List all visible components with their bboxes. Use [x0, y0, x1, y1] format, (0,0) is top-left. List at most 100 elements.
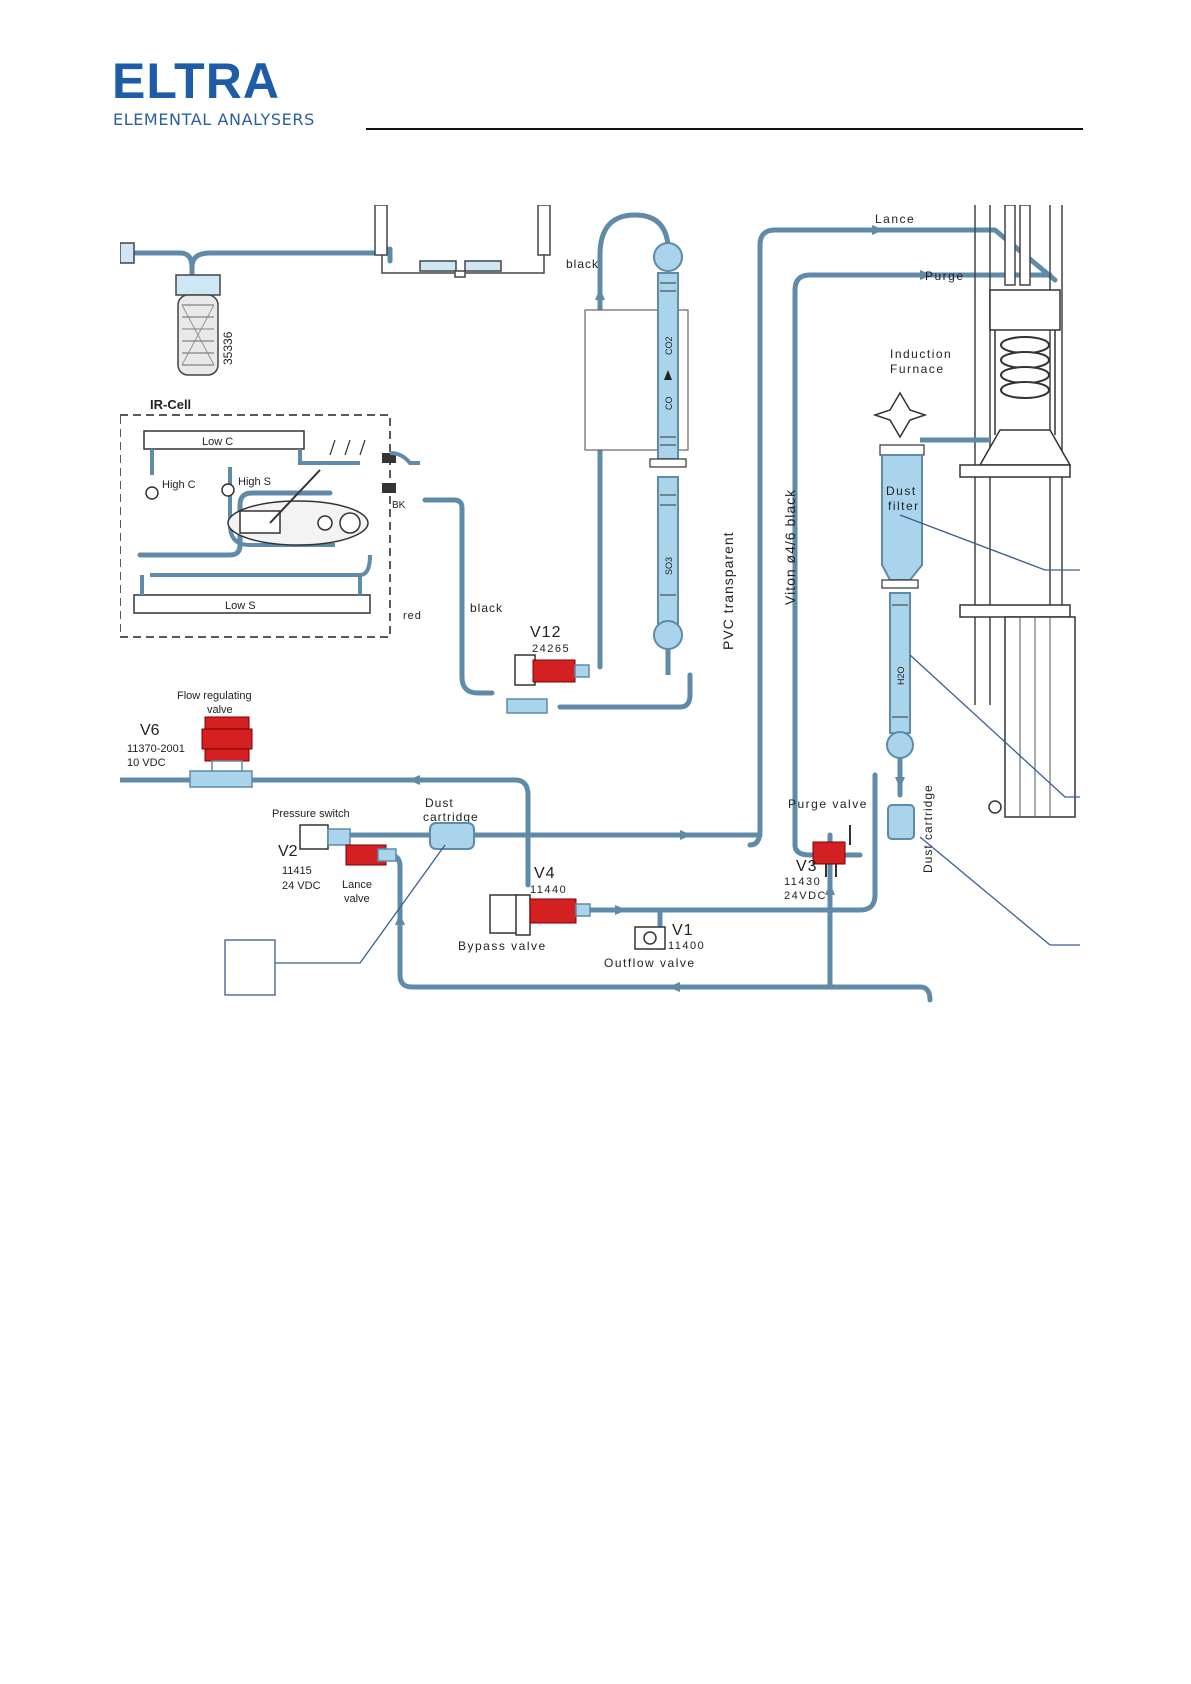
lance-valve-label-1: Lance: [342, 879, 372, 891]
ir-cell-label: IR-Cell: [150, 397, 191, 412]
arrow-lance: [872, 225, 884, 235]
arrow-v2-up: [395, 913, 405, 925]
purge-valve-label: Purge valve: [788, 797, 868, 811]
v3-code: 11430: [784, 876, 821, 888]
v12-code: 24265: [532, 643, 570, 655]
arrow-h2o-down: [895, 777, 905, 789]
dust-filter-label-2: filter: [888, 499, 920, 513]
high-s-sensor: [221, 483, 235, 497]
pvc-tube-label: PVC transparent: [720, 532, 736, 651]
dust-filter-cap: [872, 391, 928, 439]
arrow-black-up: [595, 288, 605, 300]
bk-label: BK: [392, 500, 406, 511]
absorption-column: CO2 CO SO3: [584, 242, 689, 675]
leader-dust-cartridge-right: [919, 836, 1080, 946]
arrow-dust-main: [680, 830, 692, 840]
valve-v2: Pressure switch V2 11415 24 VDC Lance va…: [272, 808, 397, 905]
v2-label: V2: [278, 843, 298, 860]
ir-cell-border: [120, 414, 391, 638]
v3-label: V3: [796, 858, 818, 875]
v1-label: V1: [672, 922, 694, 939]
high-c-sensor: [145, 486, 159, 500]
purge-label: Purge: [925, 269, 965, 283]
dust-filter-label-1: Dust: [886, 484, 917, 498]
top-bracket: [374, 205, 551, 278]
dust-cartridge-left: Dust cartridge: [423, 796, 479, 850]
v6-volt: 10 VDC: [127, 757, 166, 769]
leader-h2o: [909, 654, 1080, 798]
pressure-switch: [299, 824, 329, 850]
v1-code: 11400: [668, 940, 705, 952]
filter-35336: 35336: [120, 242, 235, 376]
dust-cartridge-label-2: cartridge: [423, 810, 479, 824]
v2-volt: 24 VDC: [282, 880, 321, 892]
co2-label: CO2: [664, 336, 674, 355]
valve-v12: V12 24265: [506, 624, 590, 714]
logo-wordmark: ELTRA: [112, 53, 280, 109]
v6-label: V6: [140, 722, 160, 739]
tube-v12-to-column: [557, 672, 693, 710]
high-c-label: High C: [162, 479, 196, 491]
tube-v4-right: [572, 772, 878, 913]
tube-top-left: [189, 246, 393, 270]
flow-valve-label-2: valve: [207, 704, 233, 716]
tube-lance: [747, 227, 1058, 848]
tube-ir-outlet: [422, 497, 495, 696]
gas-flow-diagram: 35336 IR-Cell Low C Low S High C High S: [120, 205, 1080, 1003]
logo-subtitle: ELEMENTAL ANALYSERS: [113, 110, 315, 129]
tube-purge: [792, 272, 1053, 858]
arrow-v4-right: [615, 905, 627, 915]
induction-furnace-label-1: Induction: [890, 347, 952, 361]
low-c-label: Low C: [202, 436, 233, 448]
low-c-cell: [143, 430, 305, 450]
dust-cartridge-right-label: Dust cartridge: [921, 784, 935, 873]
v4-label: V4: [534, 865, 556, 882]
tube-black-up: [597, 212, 671, 670]
flow-arrows: [395, 225, 932, 992]
valve-v3: Purge valve V3 11430 24VDC: [784, 797, 868, 902]
callouts: [224, 514, 1080, 996]
outflow-valve-label: Outflow valve: [604, 956, 696, 970]
ir-cell: IR-Cell Low C Low S High C High S BK: [120, 397, 420, 638]
dust-cartridge-label-1: Dust: [425, 796, 454, 810]
part-number-35336: 35336: [221, 331, 235, 365]
tube-v6-line: [120, 777, 531, 888]
callout-box-dust-cartridge-left: [224, 939, 276, 996]
black-tube-label-mid: black: [470, 601, 503, 615]
induction-furnace: Induction Furnace: [890, 205, 1076, 818]
high-s-label: High S: [238, 476, 271, 488]
v2-code: 11415: [282, 865, 312, 877]
header-rule: [366, 128, 1083, 130]
low-s-label: Low S: [225, 600, 256, 612]
low-s-cell: [133, 594, 371, 614]
red-tube-label: red: [403, 610, 422, 622]
viton-tube-label: Viton ø4/6 black: [782, 489, 798, 605]
valve-v4: V4 11440 Bypass valve: [458, 865, 591, 953]
bypass-valve-label: Bypass valve: [458, 939, 547, 953]
valve-v1: V1 11400 Outflow valve: [604, 922, 705, 970]
valve-v6: Flow regulating valve V6 11370-2001 10 V…: [127, 690, 253, 788]
v4-code: 11440: [530, 884, 567, 896]
arrow-v3-up: [825, 883, 835, 895]
so3-label: SO3: [664, 557, 674, 575]
v6-code: 11370-2001: [127, 743, 185, 755]
dust-cartridge-right: [887, 804, 915, 840]
lance-label: Lance: [875, 212, 915, 226]
leader-dust-cartridge-left: [275, 844, 446, 964]
co-label: CO: [664, 397, 674, 411]
arrow-v6-line: [408, 775, 420, 785]
leader-dust-filter: [899, 514, 1080, 571]
h2o-label: H2O: [896, 666, 906, 685]
lance-valve-label-2: valve: [344, 893, 370, 905]
black-tube-label-top: black: [566, 257, 599, 271]
dust-filter: Dust filter H2O Dust cartridge: [872, 391, 935, 873]
pressure-switch-label: Pressure switch: [272, 808, 350, 820]
arrow-purge: [920, 270, 932, 280]
tube-v2-down: [387, 852, 933, 1003]
flow-valve-label-1: Flow regulating: [177, 690, 252, 702]
v12-label: V12: [530, 624, 561, 641]
arrow-bottom-line: [668, 982, 680, 992]
induction-furnace-label-2: Furnace: [890, 362, 945, 376]
v3-volt: 24VDC: [784, 890, 827, 902]
